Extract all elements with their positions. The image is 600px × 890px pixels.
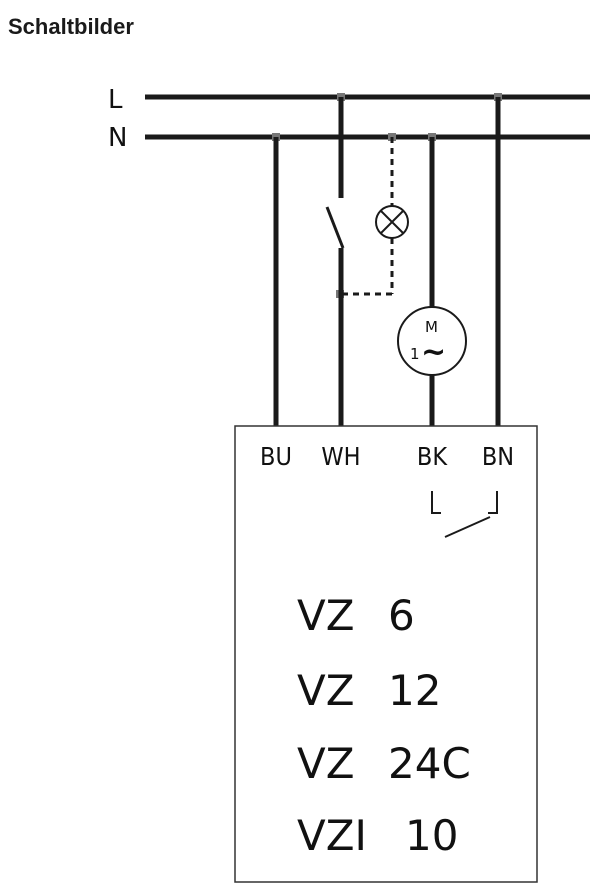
motor-tilde: ~ (421, 335, 446, 370)
model-size: 10 (405, 811, 458, 860)
model-size: 12 (388, 666, 441, 715)
terminal-wh: WH (321, 442, 360, 471)
junction-dots (272, 93, 502, 298)
motor-phases: 1 (410, 345, 420, 363)
model-prefix: VZ (297, 666, 355, 715)
terminal-bk: BK (417, 442, 448, 471)
terminal-bn: BN (482, 442, 514, 471)
model-list: VZ 6 VZ 12 VZ 24C VZI 10 (297, 591, 471, 860)
model-prefix: VZ (297, 591, 355, 640)
page-title: Schaltbilder (8, 14, 134, 39)
model-prefix: VZI (297, 811, 367, 860)
relay-contact-icon (431, 491, 498, 538)
model-size: 24C (388, 739, 471, 788)
device-box (234, 425, 538, 883)
terminal-bu: BU (260, 442, 292, 471)
rail-label-l: L (108, 85, 123, 115)
model-size: 6 (388, 591, 415, 640)
lamp-icon (375, 205, 409, 239)
motor-icon: M 1 ~ (397, 306, 467, 376)
model-prefix: VZ (297, 739, 355, 788)
motor-symbol: M (425, 318, 438, 336)
switch-contact (325, 206, 345, 249)
rail-label-n: N (108, 123, 127, 153)
